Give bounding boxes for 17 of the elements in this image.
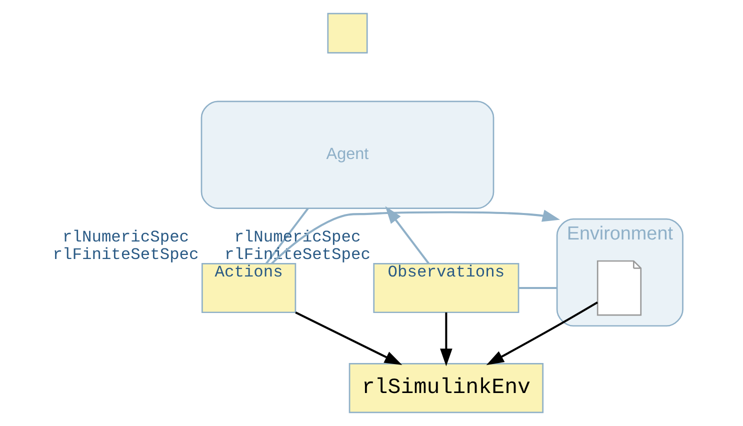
arrow: [385, 206, 430, 264]
node-box: rlSimulinkEnv: [348, 363, 544, 414]
node-box: Observations: [373, 263, 520, 314]
arrow: [271, 210, 560, 264]
arrow: [486, 302, 598, 366]
node-label: rlNumericSpec: [234, 228, 361, 247]
connector: [518, 287, 558, 290]
node-box: [327, 12, 368, 54]
node-box: Agent: [200, 100, 494, 209]
cluster: Environment: [556, 218, 684, 327]
connector: [265, 208, 309, 264]
node-label: rlNumericSpec: [62, 228, 190, 247]
arrow: [440, 312, 452, 366]
node-box: Actions: [202, 263, 296, 314]
arrow: [295, 312, 402, 365]
node-label: rlFiniteSetSpec: [52, 245, 199, 264]
node-label: rlFiniteSetSpec: [224, 245, 370, 264]
